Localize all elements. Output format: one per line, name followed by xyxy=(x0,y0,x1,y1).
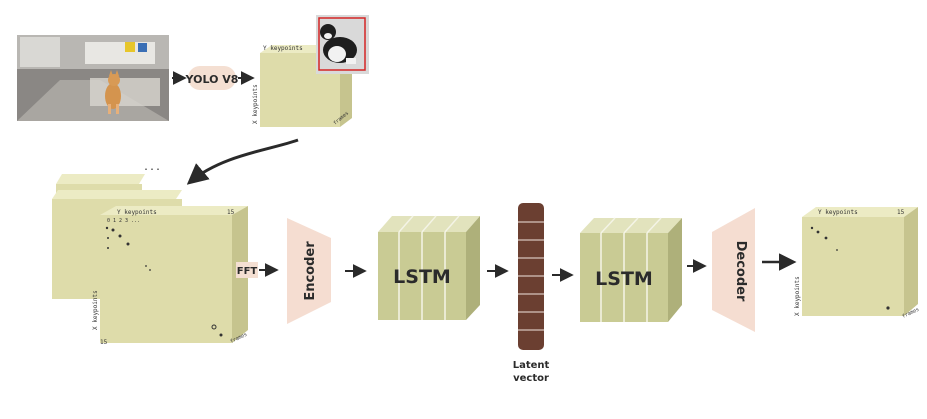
arrow-cube-to-stack xyxy=(186,138,299,185)
output-corner: 15 xyxy=(897,209,905,216)
output-axis-x: X keypoints xyxy=(794,276,801,316)
decoder-label: Decoder xyxy=(733,241,748,302)
lstm-block-1: LSTM xyxy=(378,215,480,320)
keypoint-stack: ... Y keypoints 15 0 1 2 3 ... X keypoin… xyxy=(52,162,248,346)
input-photo xyxy=(17,35,169,121)
stack-corner: 15 xyxy=(227,209,235,216)
stack-axis-y: Y keypoints xyxy=(117,209,157,216)
cube-top-axis-x: X keypoints xyxy=(252,84,259,124)
detection-crop xyxy=(316,15,369,74)
yolo-label: YOLO V8 xyxy=(185,73,239,86)
output-axis-y: Y keypoints xyxy=(818,209,858,216)
lstm-block-2: LSTM xyxy=(580,217,682,322)
cube-top-axis-y: Y keypoints xyxy=(263,45,303,52)
fft-tag: FFT xyxy=(236,262,258,278)
fft-label: FFT xyxy=(237,266,258,277)
latent-vector: Latent vector xyxy=(513,203,550,384)
latent-label-1: Latent xyxy=(513,360,550,371)
stack-axis-x: X keypoints xyxy=(92,290,99,330)
latent-label-2: vector xyxy=(513,373,549,384)
lstm-1-label: LSTM xyxy=(393,266,451,288)
lstm-2-label: LSTM xyxy=(595,268,653,290)
encoder-block: Encoder xyxy=(287,218,331,324)
yolo-pill: YOLO V8 xyxy=(185,66,239,90)
encoder-label: Encoder xyxy=(303,241,318,301)
stack-dots: ... xyxy=(143,162,161,173)
decoder-block: Decoder xyxy=(712,208,755,332)
stack-row-nums: 0 1 2 3 ... xyxy=(107,218,140,224)
stack-corner-left: 15 xyxy=(100,339,108,346)
output-cube: Y keypoints 15 X keypoints frames xyxy=(794,207,920,320)
